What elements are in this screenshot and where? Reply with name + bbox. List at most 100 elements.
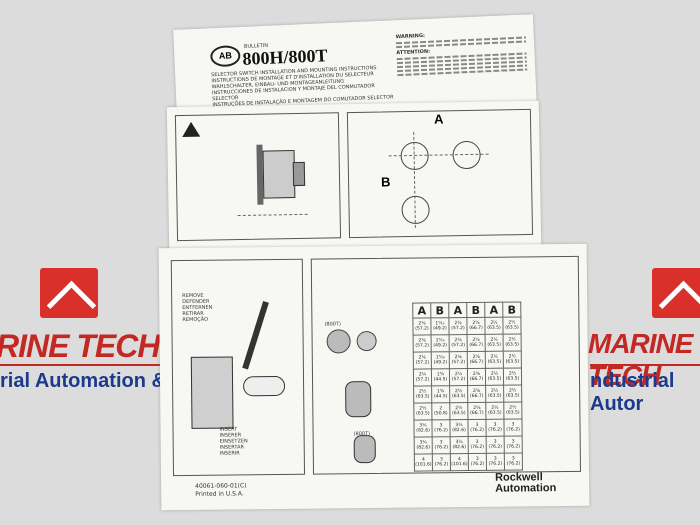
table-row: 2½ (63.5)1¾ (44.5)2½ (63.5)2⅝ (66.7)2½ (… <box>413 384 522 404</box>
operator-image-2 <box>356 330 377 352</box>
table-cell: 2⅛ (57.2) <box>413 334 432 353</box>
leaflet-middle-sheet: A B <box>166 100 542 254</box>
table-cell: 3 (76.2) <box>504 435 523 454</box>
table-cell: 1⁵⁄₁₆ (49.2) <box>430 317 450 335</box>
table-cell: 2⅛ (57.2) <box>449 351 468 369</box>
table-cell: 2½ (63.5) <box>502 316 522 335</box>
operator-image-4 <box>353 434 376 464</box>
ab-logo: AB <box>209 44 241 68</box>
table-cell: 4 (101.6) <box>414 453 433 472</box>
warning-block: WARNING: ATTENTION: <box>396 29 528 79</box>
table-cell: 2½ (63.5) <box>449 402 468 420</box>
table-cell: 2½ (63.5) <box>503 333 522 352</box>
table-cell: 2⅛ (57.2) <box>412 317 432 336</box>
table-cell: 2½ (63.5) <box>503 384 522 403</box>
cutout-dimension-panel: A B <box>346 108 534 239</box>
screwdriver-icon <box>242 300 269 370</box>
table-cell: 1¾ (44.5) <box>431 385 450 403</box>
leaflet-subtitle: SELECTOR SWITCH INSTALLATION AND MOUNTIN… <box>211 65 394 109</box>
table-cell: 3 (76.2) <box>468 436 487 454</box>
background-logo-right <box>652 268 700 318</box>
table-cell: 2⅝ (66.7) <box>467 334 486 352</box>
table-cell: 2⅛ (57.2) <box>448 317 468 335</box>
table-cell: 1⁵⁄₁₆ (49.2) <box>431 351 450 369</box>
table-cell: 3 (76.2) <box>432 436 451 454</box>
table-cell: 2⅝ (66.7) <box>467 402 486 420</box>
table-row: 4 (101.6)3 (76.2)4 (101.6)3 (76.2)3 (76.… <box>414 452 523 472</box>
table-cell: 4 (101.6) <box>450 453 469 471</box>
background-logo-left <box>40 268 98 318</box>
table-row: 3¼ (82.6)3 (76.2)3¼ (82.6)3 (76.2)3 (76.… <box>413 418 523 438</box>
table-cell: 2⅛ (57.2) <box>413 351 432 370</box>
install-illustration-panel: REMOVE DEFENDER ENTFERNEN RETIRAR REMOÇÃ… <box>170 258 306 477</box>
table-cell: 3¼ (82.6) <box>449 419 469 437</box>
dimension-table-body: 2⅛ (57.2)1⁵⁄₁₆ (49.2)2⅛ (57.2)2⅝ (66.7)2… <box>412 316 523 472</box>
table-cell: 3 (76.2) <box>431 419 451 437</box>
dimension-b-label: B <box>380 174 391 190</box>
table-row: 2⅛ (57.2)1⁵⁄₁₆ (49.2)2⅛ (57.2)2⅝ (66.7)2… <box>413 350 522 370</box>
table-cell: 3 (76.2) <box>467 419 487 437</box>
background-rule-right <box>590 364 700 366</box>
table-cell: 2½ (63.5) <box>449 385 468 403</box>
table-cell: 2½ (63.5) <box>413 385 432 404</box>
dimension-table-panel: (800T) (800T) A B A B A B 2⅛ (57.2)1⁵⁄₁₆… <box>310 255 582 475</box>
remove-label: REMOVE DEFENDER ENTFERNEN RETIRAR REMOÇÃ… <box>182 292 213 324</box>
dimension-a-label: A <box>433 111 444 127</box>
table-cell: 3 (76.2) <box>503 418 523 437</box>
table-cell: 1⁵⁄₁₆ (49.2) <box>431 334 450 352</box>
printed-in: Printed in U.S.A. <box>195 490 244 498</box>
table-cell: 3¼ (82.6) <box>414 436 433 455</box>
table-cell: 2½ (63.5) <box>503 350 522 369</box>
background-rule-left <box>0 364 160 366</box>
clearance-diagram-panel <box>174 112 342 242</box>
table-cell: 2½ (63.5) <box>485 402 504 420</box>
switch-housing <box>190 356 234 429</box>
insert-label: INSERT INSERER EINSETZEN INSERTAR INSERI… <box>219 426 248 457</box>
table-cell: 2½ (63.5) <box>503 367 522 386</box>
part-label-1: (800T) <box>324 321 341 328</box>
table-cell: 2⅝ (66.7) <box>467 368 486 386</box>
table-cell: 3 (76.2) <box>486 436 505 454</box>
table-cell: 3 (76.2) <box>468 453 487 471</box>
table-cell: 2⅝ (66.7) <box>467 385 486 403</box>
leaflet-bottom-sheet: REMOVE DEFENDER ENTFERNEN RETIRAR REMOÇÃ… <box>158 243 590 511</box>
table-cell: 2½ (63.5) <box>484 317 504 335</box>
table-row: 3¼ (82.6)3 (76.2)3¼ (82.6)3 (76.2)3 (76.… <box>414 435 523 455</box>
switch-body <box>262 150 296 199</box>
warning-triangle-icon <box>182 121 201 137</box>
background-brand-left: RINE TECH P <box>0 328 189 364</box>
table-row: 2⅛ (57.2)1⁵⁄₁₆ (49.2)2⅛ (57.2)2⅝ (66.7)2… <box>413 333 522 353</box>
background-sub-right: ndustrial Autor <box>590 370 675 415</box>
document-number: 40061-060-01(C) <box>195 482 247 490</box>
table-row: 2⅛ (57.2)1⁵⁄₁₆ (49.2)2⅛ (57.2)2⅝ (66.7)2… <box>412 316 522 336</box>
table-cell: 2⅝ (66.7) <box>466 317 486 335</box>
table-cell: 3¼ (82.6) <box>413 419 433 438</box>
table-cell: 2⅛ (57.2) <box>449 334 468 352</box>
operator-image-1 <box>326 329 351 354</box>
table-row: 2¼ (57.2)1¾ (44.5)2¼ (57.2)2⅝ (66.7)2½ (… <box>413 367 522 387</box>
leaflet-title: 800H/800T <box>242 45 328 69</box>
dimension-table: A B A B A B 2⅛ (57.2)1⁵⁄₁₆ (49.2)2⅛ (57.… <box>412 301 523 472</box>
table-cell: 3 (76.2) <box>504 452 523 471</box>
table-cell: 2⅝ (66.7) <box>467 351 486 369</box>
table-cell: 2½ (63.5) <box>485 368 504 386</box>
table-cell: 3 (76.2) <box>485 419 505 437</box>
table-cell: 2½ (63.5) <box>413 402 432 421</box>
table-cell: 2¼ (57.2) <box>449 368 468 386</box>
operator-image-3 <box>345 381 372 418</box>
table-cell: 2¼ (57.2) <box>413 368 432 387</box>
company-name: Rockwell Automation <box>494 471 557 495</box>
background-sub-left: rial Automation & <box>0 370 166 392</box>
table-cell: 3 (76.2) <box>486 453 505 471</box>
table-cell: 3 (76.2) <box>432 453 451 471</box>
table-row: 2½ (63.5)2 (50.8)2½ (63.5)2⅝ (66.7)2½ (6… <box>413 401 522 421</box>
table-cell: 2½ (63.5) <box>485 385 504 403</box>
table-cell: 3¼ (82.6) <box>450 436 469 454</box>
table-cell: 1¾ (44.5) <box>431 368 450 386</box>
switch-knob <box>292 161 306 187</box>
table-cell: 2 (50.8) <box>431 402 450 420</box>
hand-icon <box>242 375 286 397</box>
table-cell: 2½ (63.5) <box>485 334 504 352</box>
table-cell: 2½ (63.5) <box>485 351 504 369</box>
table-cell: 2½ (63.5) <box>503 401 522 420</box>
